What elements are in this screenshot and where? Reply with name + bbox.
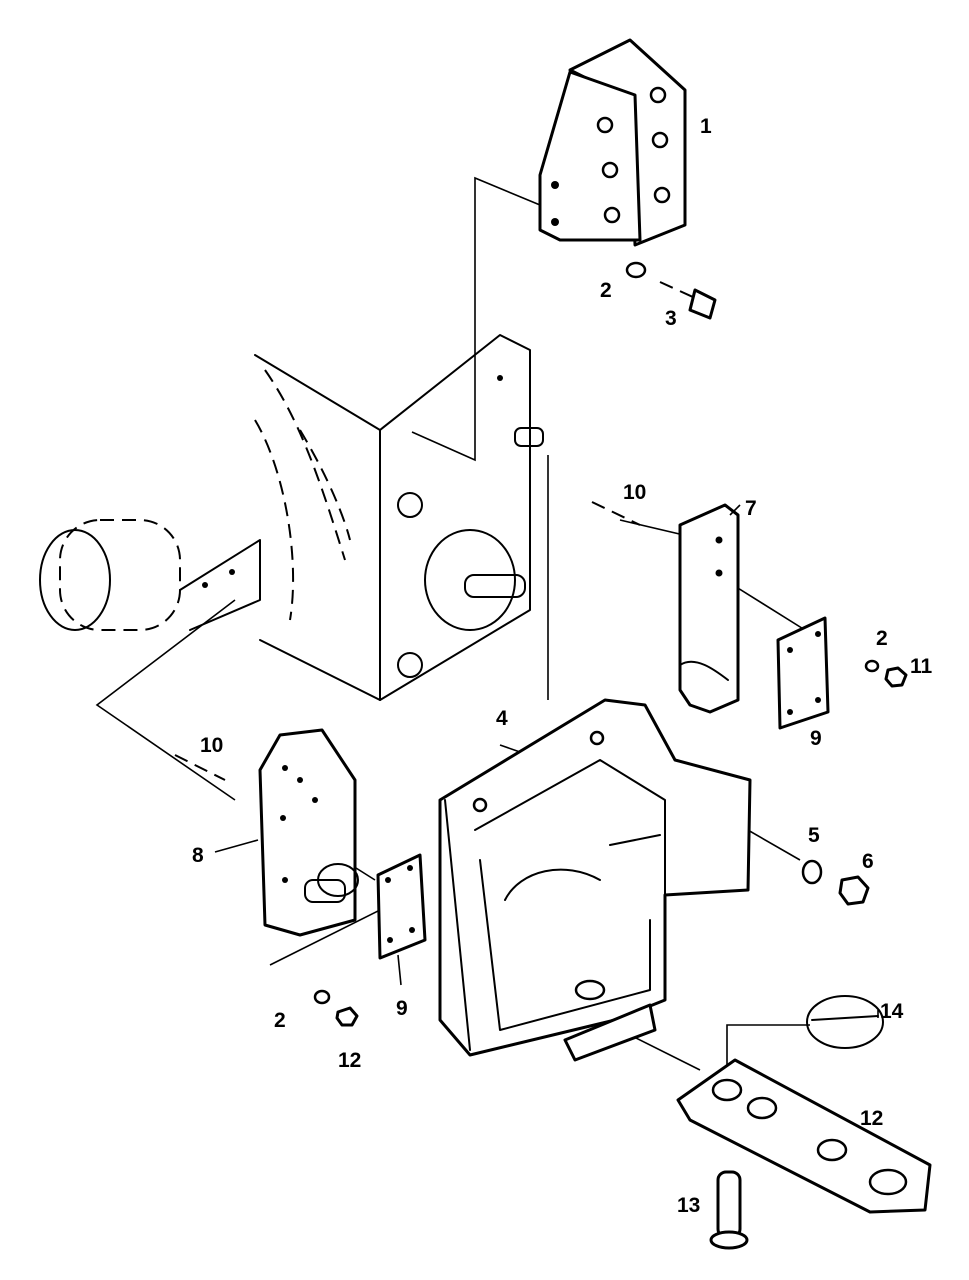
callout-12: 12 (860, 1107, 883, 1130)
drawbar-part-12 (676, 1058, 932, 1214)
plate-part-9-left (376, 853, 427, 960)
callout-13: 13 (677, 1194, 700, 1217)
callout-8: 8 (192, 844, 204, 867)
stud-part-10-upper (591, 501, 641, 526)
callout-4: 4 (496, 707, 508, 730)
upper-bracket-part-1 (538, 38, 687, 247)
callout-9: 9 (396, 997, 408, 1020)
callout-1: 1 (700, 115, 712, 138)
callout-2: 2 (274, 1009, 286, 1032)
side-bracket-part-8 (258, 728, 359, 937)
callout-12: 12 (338, 1049, 361, 1072)
callout-leaders (214, 504, 879, 1018)
washer-part-2-right (864, 659, 880, 673)
nut-part-11 (884, 666, 908, 688)
callout-2: 2 (600, 279, 612, 302)
callouts: 1 2 3 10 7 2 11 9 4 10 8 5 6 9 2 12 14 1… (192, 115, 933, 1217)
drawbar-housing-part-4 (438, 698, 752, 1062)
washer-part-2-upper (625, 261, 647, 279)
plate-part-9-right (776, 616, 830, 730)
washer-part-2-left (313, 989, 331, 1005)
callout-6: 6 (862, 850, 874, 873)
washer-part-5 (801, 859, 823, 885)
lynch-pin-part-14 (806, 995, 884, 1049)
callout-5: 5 (808, 824, 820, 847)
nut-part-6 (838, 875, 870, 906)
callout-14: 14 (880, 1000, 904, 1023)
callout-7: 7 (745, 497, 757, 520)
bolt-part-3 (659, 281, 717, 320)
callout-3: 3 (665, 307, 677, 330)
nut-part-12-small (335, 1006, 359, 1027)
callout-2: 2 (876, 627, 888, 650)
stud-part-10-lower (174, 754, 226, 781)
callout-10: 10 (200, 734, 223, 757)
side-bracket-part-7 (678, 503, 740, 714)
tractor-housing (39, 334, 544, 701)
callout-10: 10 (623, 481, 646, 504)
callout-9: 9 (810, 727, 822, 750)
callout-11: 11 (910, 655, 933, 678)
pin-part-13 (709, 1170, 749, 1250)
